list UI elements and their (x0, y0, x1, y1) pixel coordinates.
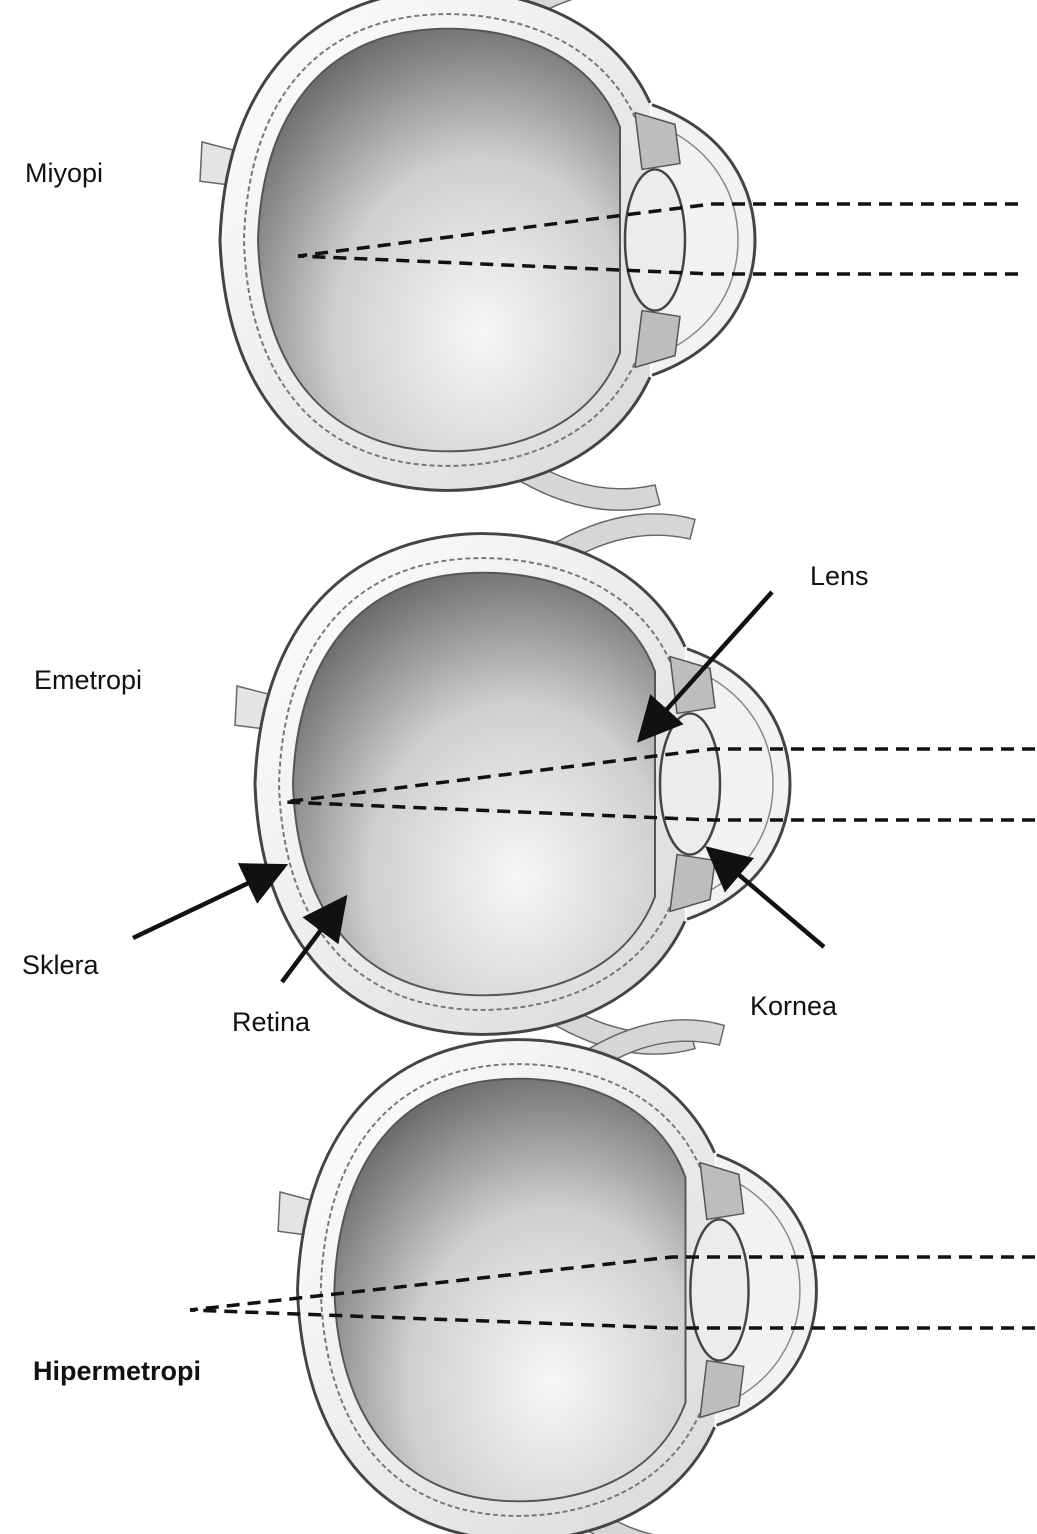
label-lens: Lens (810, 563, 869, 590)
label-myopia: Miyopi (25, 160, 103, 187)
label-retina: Retina (232, 1009, 310, 1036)
eye-myopia (200, 0, 755, 510)
label-sclera: Sklera (22, 952, 99, 979)
label-cornea: Kornea (750, 993, 837, 1020)
label-hyperopia: Hipermetropi (33, 1358, 201, 1385)
eye-emmetropia (235, 514, 790, 1054)
sclera-arrow (133, 868, 280, 938)
eye-hyperopia (278, 1020, 816, 1534)
label-emmetropia: Emetropi (34, 667, 142, 694)
